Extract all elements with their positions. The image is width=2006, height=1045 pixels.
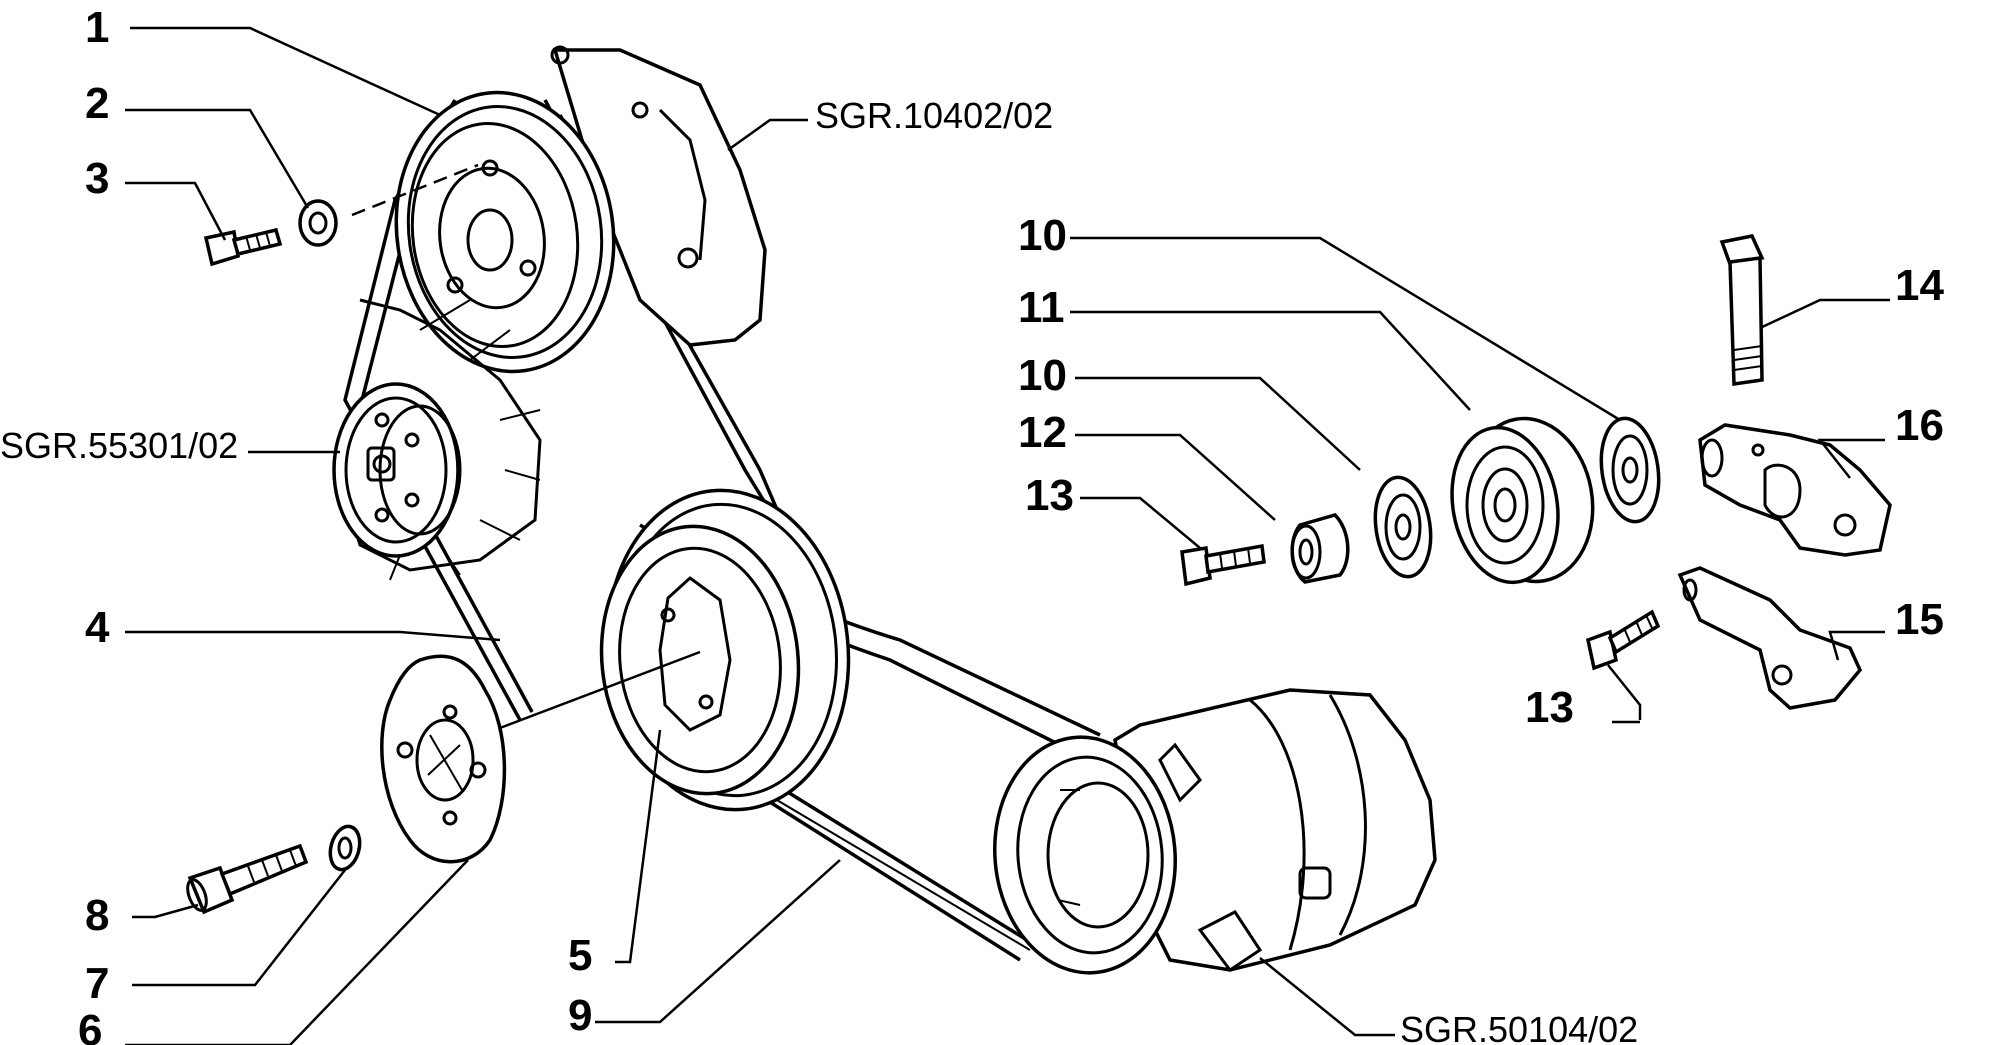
callout-10-lower: 10: [1018, 351, 1067, 400]
water-pump-housing: [550, 45, 767, 347]
part-10-washer-upper: [1599, 416, 1661, 524]
part-12-spacer: [1290, 513, 1350, 584]
part-7-washer: [328, 824, 362, 872]
reference-codes: SGR.10402/02 SGR.55301/02 SGR.50104/02: [0, 95, 1638, 1045]
callout-14: 14: [1895, 261, 1944, 310]
part-13-bolt-lower: [1585, 609, 1661, 671]
part-10-washer-lower: [1373, 475, 1433, 579]
callout-5: 5: [568, 931, 592, 980]
part-2-washer: [298, 199, 338, 247]
part-8-socket-bolt: [186, 843, 309, 915]
callout-6: 6: [78, 1006, 102, 1045]
part-6-damper-plate: [380, 654, 507, 864]
ref-bottom: SGR.50104/02: [1400, 1009, 1638, 1045]
alternator: [332, 298, 542, 581]
callout-10-upper: 10: [1018, 211, 1067, 260]
callout-12: 12: [1018, 408, 1067, 457]
part-3-bolt: [203, 227, 283, 267]
callout-9: 9: [568, 991, 592, 1040]
callout-16: 16: [1895, 401, 1944, 450]
part-16-tensioner-bracket: [1698, 423, 1892, 557]
part-1-upper-pulley: [394, 90, 616, 374]
part-13-bolt-upper: [1180, 543, 1266, 587]
callout-2: 2: [85, 79, 109, 128]
callout-13-upper: 13: [1025, 471, 1074, 520]
callout-7: 7: [85, 959, 109, 1008]
callout-1: 1: [85, 3, 109, 52]
ac-compressor: [993, 688, 1437, 975]
callout-numbers: 1 2 3 4 5 9 8 7 6 10 11 10 12 13 13 14 1…: [78, 3, 1944, 1045]
part-14-long-bolt: [1719, 234, 1765, 387]
callout-8: 8: [85, 891, 109, 940]
callout-15: 15: [1895, 595, 1944, 644]
callout-13-lower: 13: [1525, 683, 1574, 732]
callout-11: 11: [1018, 283, 1065, 332]
part-5-crankshaft-pulley: [599, 488, 851, 812]
ref-top: SGR.10402/02: [815, 95, 1053, 136]
leader-lines: [125, 26, 1890, 1045]
part-11-idler-bearing: [1450, 416, 1595, 585]
callout-3: 3: [85, 154, 109, 203]
ref-left: SGR.55301/02: [0, 425, 238, 466]
part-15-lower-bracket: [1677, 566, 1863, 710]
callout-4: 4: [85, 603, 110, 652]
